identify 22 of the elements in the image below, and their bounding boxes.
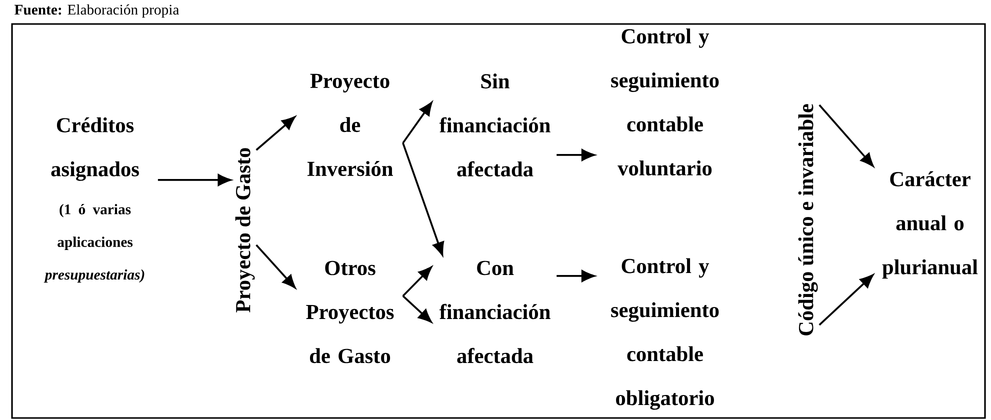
concept-label: Otros Proyectos de Gasto	[306, 260, 394, 364]
concept-label: Código único e invariable	[798, 104, 818, 336]
arrow	[818, 104, 874, 167]
arrow	[402, 266, 432, 297]
concept-label: Sin financiación afectada	[439, 73, 550, 176]
concept-label: Control y seguimiento contable obligatorio	[611, 258, 719, 410]
arrow	[556, 149, 595, 161]
source-note: Fuente: Elaboración propia	[14, 4, 180, 18]
arrow	[556, 270, 595, 282]
arrow	[158, 174, 232, 186]
concept-label: Con financiación afectada	[439, 260, 550, 364]
concept-label: Proyecto de Gasto	[235, 148, 255, 312]
concept-label: Proyecto de Inversión	[307, 74, 393, 176]
arrow	[402, 102, 432, 144]
concept-label: Control y seguimiento contable voluntario	[611, 28, 719, 176]
arrow	[402, 142, 444, 256]
concept-label: Carácter anual o plurianual	[882, 171, 978, 279]
arrow	[818, 274, 874, 326]
concept-label: Créditos asignados (1 ó varias aplicaciones presupuestarias)	[44, 117, 144, 283]
arrow	[402, 295, 432, 323]
arrow	[256, 244, 296, 288]
arrow	[256, 116, 296, 151]
